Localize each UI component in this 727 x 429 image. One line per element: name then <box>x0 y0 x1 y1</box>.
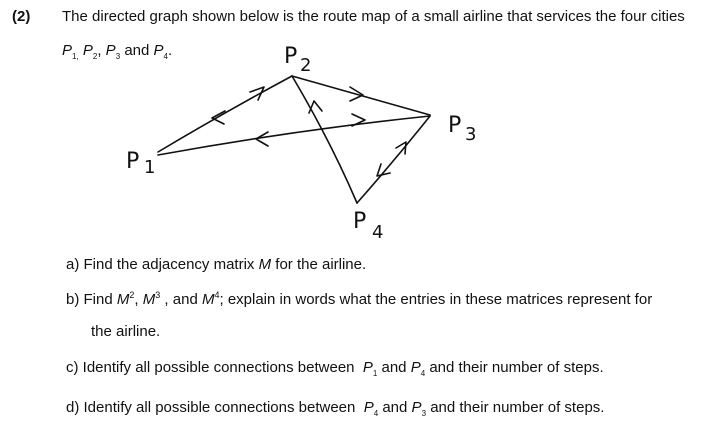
node-label-p3: P 3 <box>448 113 476 145</box>
question-number: (2) <box>12 8 31 25</box>
arrow-p3-to-p1 <box>255 131 269 147</box>
arrow-p2-to-p1 <box>211 110 226 125</box>
svg-text:P: P <box>353 209 366 234</box>
question-intro: The directed graph shown below is the ro… <box>62 8 685 25</box>
part-a: a) Find the adjacency matrix M for the a… <box>66 256 367 273</box>
arrow-p4-to-p3 <box>395 141 407 155</box>
edge-p2-p4 <box>291 75 358 204</box>
arrow-p1-to-p3 <box>351 113 366 127</box>
svg-text:P: P <box>126 149 139 174</box>
arrow-p1-to-p2 <box>249 86 265 101</box>
svg-text:2: 2 <box>300 55 311 76</box>
svg-text:1: 1 <box>144 157 155 178</box>
part-d: d) Identify all possible connections bet… <box>66 399 605 418</box>
part-c: c) Identify all possible connections bet… <box>66 359 604 378</box>
svg-text:P: P <box>448 113 461 138</box>
edge-p4-p3 <box>356 115 431 204</box>
node-label-p1: P 1 <box>126 149 155 178</box>
svg-text:4: 4 <box>372 222 383 243</box>
arrow-p4-to-p2 <box>308 100 323 114</box>
arrow-p3-to-p4 <box>376 163 391 177</box>
svg-text:3: 3 <box>465 124 476 145</box>
svg-text:P: P <box>284 44 297 69</box>
arrow-p2-to-p3 <box>349 86 364 102</box>
node-label-p2: P 2 <box>284 44 311 76</box>
route-map-graph: P 1 P 2 P 3 P 4 <box>126 44 476 243</box>
edge-p1-p2 <box>157 75 293 153</box>
node-label-p4: P 4 <box>353 209 383 243</box>
part-b: b) Find M2, M3 , and M4; explain in word… <box>66 290 653 308</box>
edge-p1-p3 <box>157 115 431 156</box>
part-b-continued: the airline. <box>91 323 161 340</box>
cities-line: P1, P2, P3 and P4. <box>62 42 173 61</box>
